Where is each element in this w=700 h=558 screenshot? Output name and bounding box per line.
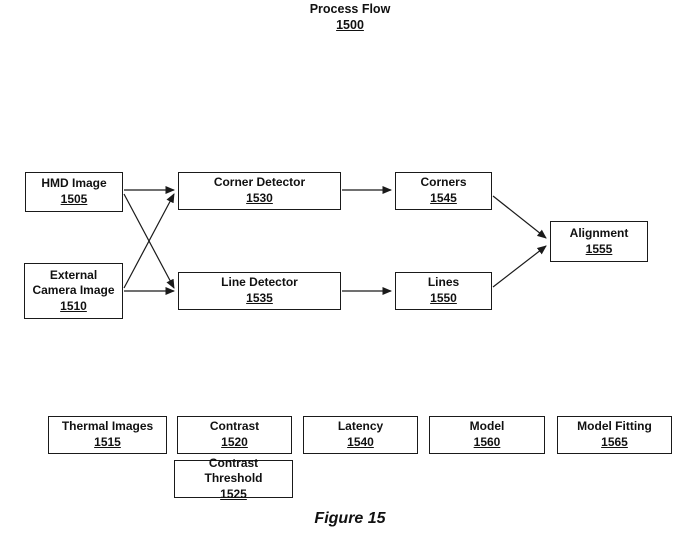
node-label: Latency xyxy=(337,419,384,434)
node-label: Alignment xyxy=(569,225,629,240)
node-hmd-image: HMD Image 1505 xyxy=(25,172,123,212)
node-model-fitting: Model Fitting 1565 xyxy=(557,416,672,454)
diagram-title-number: 1500 xyxy=(336,17,364,32)
node-number: 1545 xyxy=(430,191,457,205)
node-number: 1520 xyxy=(221,435,248,449)
node-corner-detector: Corner Detector 1530 xyxy=(178,172,341,210)
node-thermal-images: Thermal Images 1515 xyxy=(48,416,167,454)
node-external-camera-image: External Camera Image 1510 xyxy=(24,263,123,319)
arrow-hmd-to-line-detector xyxy=(123,193,175,289)
node-latency: Latency 1540 xyxy=(303,416,418,454)
node-model: Model 1560 xyxy=(429,416,545,454)
figure-caption: Figure 15 xyxy=(314,510,386,527)
node-number: 1550 xyxy=(430,291,457,305)
node-contrast-threshold: Contrast Threshold 1525 xyxy=(174,456,293,501)
node-line-detector: Line Detector 1535 xyxy=(178,272,341,310)
node-number: 1515 xyxy=(94,435,121,449)
node-number: 1525 xyxy=(220,486,247,501)
node-label: Contrast Threshold xyxy=(204,455,263,486)
arrow-lines-to-alignment xyxy=(492,245,547,288)
node-number: 1510 xyxy=(60,298,87,313)
node-number: 1530 xyxy=(246,191,273,205)
node-number: 1540 xyxy=(347,435,374,449)
node-label: Corner Detector xyxy=(213,175,306,190)
node-label: Lines xyxy=(427,275,460,290)
node-label: Model Fitting xyxy=(577,419,652,434)
node-number: 1535 xyxy=(246,291,273,305)
node-label: Line Detector xyxy=(221,275,298,290)
arrow-corners-to-alignment xyxy=(492,195,547,239)
node-number: 1565 xyxy=(601,435,628,449)
node-label: Model xyxy=(469,419,505,434)
diagram-title: Process Flow 1500 xyxy=(0,2,700,33)
node-label: Contrast xyxy=(209,419,260,434)
node-label: External Camera Image xyxy=(32,267,115,298)
node-label: HMD Image xyxy=(41,176,107,191)
node-label: Corners xyxy=(420,175,467,190)
node-number: 1560 xyxy=(473,435,501,449)
arrow-external-to-corner-detector xyxy=(123,193,175,289)
node-alignment: Alignment 1555 xyxy=(550,221,648,262)
node-lines: Lines 1550 xyxy=(395,272,492,310)
node-contrast: Contrast 1520 xyxy=(177,416,292,454)
node-number: 1505 xyxy=(60,192,88,206)
node-corners: Corners 1545 xyxy=(395,172,492,210)
node-number: 1555 xyxy=(585,241,613,256)
node-label: Thermal Images xyxy=(61,419,154,434)
diagram-title-label: Process Flow xyxy=(309,2,391,16)
